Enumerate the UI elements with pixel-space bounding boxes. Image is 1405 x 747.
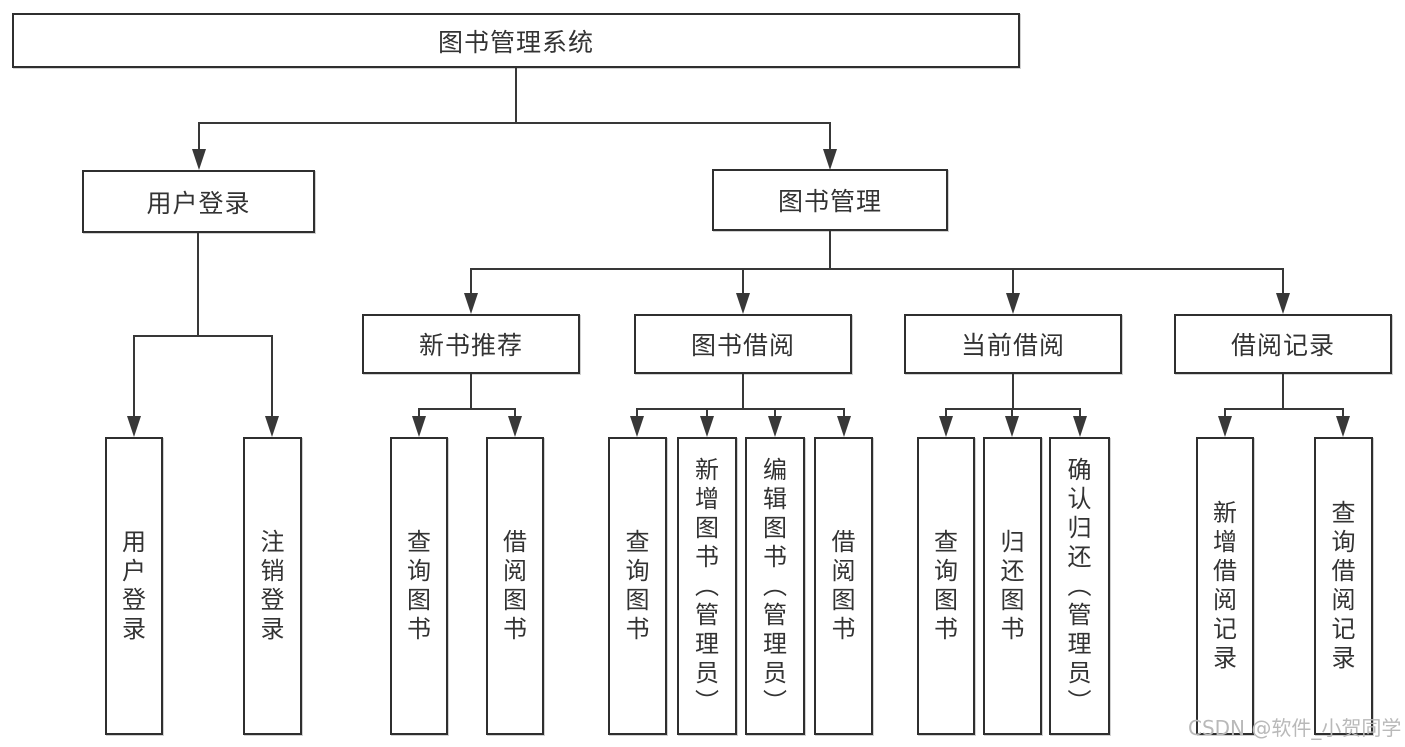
arrow-down-icon xyxy=(939,416,953,437)
node-current-borrowing: 当前借阅 xyxy=(904,314,1122,374)
connector-line xyxy=(1342,408,1344,418)
arrow-down-icon xyxy=(630,416,644,437)
node-new-book-recommend: 新书推荐 xyxy=(362,314,580,374)
leaf-return-book: 归还图书 xyxy=(983,437,1042,735)
leaf-user-login-label: 用户登录 xyxy=(122,528,146,643)
connector-line xyxy=(706,408,708,418)
leaf-user-login: 用户登录 xyxy=(105,437,163,735)
leaf-logout: 注销登录 xyxy=(243,437,302,735)
arrow-down-icon xyxy=(508,416,522,437)
arrow-down-icon xyxy=(265,416,279,437)
arrow-down-icon xyxy=(1005,416,1019,437)
connector-line xyxy=(1012,268,1014,294)
node-book-borrowing-label: 图书借阅 xyxy=(690,331,795,360)
leaf-edit-book-admin: 编辑图书︵管理员︶ xyxy=(745,437,805,735)
node-new-book-recommend-label: 新书推荐 xyxy=(418,331,523,360)
arrow-down-icon xyxy=(192,149,206,170)
arrow-down-icon xyxy=(768,416,782,437)
connector-line xyxy=(636,408,845,410)
connector-line xyxy=(198,122,200,150)
connector-line xyxy=(742,268,744,294)
node-root-label: 图书管理系统 xyxy=(437,27,594,57)
connector-line xyxy=(843,408,845,418)
leaf-add-book-admin: 新增图书︵管理员︶ xyxy=(677,437,737,735)
node-current-borrowing-label: 当前借阅 xyxy=(960,331,1065,360)
connector-line xyxy=(636,408,638,418)
connector-line xyxy=(1224,408,1344,410)
leaf-logout-label: 注销登录 xyxy=(260,528,285,643)
arrow-down-icon xyxy=(464,293,478,314)
leaf-borrow-books-label: 借阅图书 xyxy=(831,528,856,643)
leaf-query-books-recommend: 查询图书 xyxy=(390,437,448,735)
arrow-down-icon xyxy=(127,416,141,437)
leaf-query-books-borrow-label: 查询图书 xyxy=(625,528,650,643)
connector-line xyxy=(1224,408,1226,418)
leaf-query-borrow-record: 查询借阅记录 xyxy=(1314,437,1373,735)
connector-line xyxy=(418,408,420,418)
connector-line xyxy=(1012,374,1014,408)
connector-line xyxy=(470,268,472,294)
node-book-management: 图书管理 xyxy=(712,169,948,231)
connector-line xyxy=(197,233,199,335)
leaf-confirm-return-admin-label: 确认归还︵管理员︶ xyxy=(1067,455,1092,716)
connector-line xyxy=(1282,268,1284,294)
leaf-add-borrow-record-label: 新增借阅记录 xyxy=(1213,499,1237,672)
leaf-borrow-books-recommend: 借阅图书 xyxy=(486,437,544,735)
connector-line xyxy=(742,374,744,408)
arrow-down-icon xyxy=(1006,293,1020,314)
arrow-down-icon xyxy=(1336,416,1350,437)
leaf-query-books-borrow: 查询图书 xyxy=(608,437,667,735)
leaf-borrow-books-recommend-label: 借阅图书 xyxy=(503,528,527,643)
leaf-query-borrow-record-label: 查询借阅记录 xyxy=(1331,499,1356,672)
leaf-edit-book-admin-label: 编辑图书︵管理员︶ xyxy=(763,455,787,716)
connector-line xyxy=(1011,408,1013,418)
leaf-return-book-label: 归还图书 xyxy=(1000,528,1025,643)
node-book-management-label: 图书管理 xyxy=(777,187,882,216)
connector-line xyxy=(418,408,516,410)
arrow-down-icon xyxy=(1276,293,1290,314)
connector-line xyxy=(271,335,273,417)
node-root: 图书管理系统 xyxy=(12,13,1020,68)
connector-line xyxy=(945,408,1081,410)
arrow-down-icon xyxy=(1073,416,1087,437)
watermark: CSDN @软件_小贺同学 xyxy=(1188,716,1402,740)
connector-line xyxy=(1079,408,1081,418)
node-book-borrowing: 图书借阅 xyxy=(634,314,852,374)
leaf-add-book-admin-label: 新增图书︵管理员︶ xyxy=(695,455,719,716)
connector-line xyxy=(514,408,516,418)
connector-line xyxy=(198,122,831,124)
leaf-query-books-recommend-label: 查询图书 xyxy=(407,528,431,643)
arrow-down-icon xyxy=(700,416,714,437)
leaf-query-books-current: 查询图书 xyxy=(917,437,975,735)
connector-line xyxy=(133,335,273,337)
arrow-down-icon xyxy=(412,416,426,437)
node-user-login-label: 用户登录 xyxy=(146,188,251,218)
leaf-add-borrow-record: 新增借阅记录 xyxy=(1196,437,1254,735)
leaf-borrow-books: 借阅图书 xyxy=(814,437,873,735)
connector-line xyxy=(829,231,831,268)
leaf-query-books-current-label: 查询图书 xyxy=(934,528,958,643)
connector-line xyxy=(945,408,947,418)
connector-line xyxy=(133,335,135,417)
arrow-down-icon xyxy=(736,293,750,314)
arrow-down-icon xyxy=(837,416,851,437)
connector-line xyxy=(515,68,517,122)
connector-line xyxy=(470,268,1284,270)
node-borrowing-records: 借阅记录 xyxy=(1174,314,1392,374)
node-user-login: 用户登录 xyxy=(82,170,315,233)
connector-line xyxy=(1282,374,1284,408)
arrow-down-icon xyxy=(1218,416,1232,437)
connector-line xyxy=(829,122,831,150)
leaf-confirm-return-admin: 确认归还︵管理员︶ xyxy=(1049,437,1110,735)
arrow-down-icon xyxy=(823,149,837,170)
node-borrowing-records-label: 借阅记录 xyxy=(1230,331,1335,360)
connector-line xyxy=(774,408,776,418)
connector-line xyxy=(470,374,472,408)
